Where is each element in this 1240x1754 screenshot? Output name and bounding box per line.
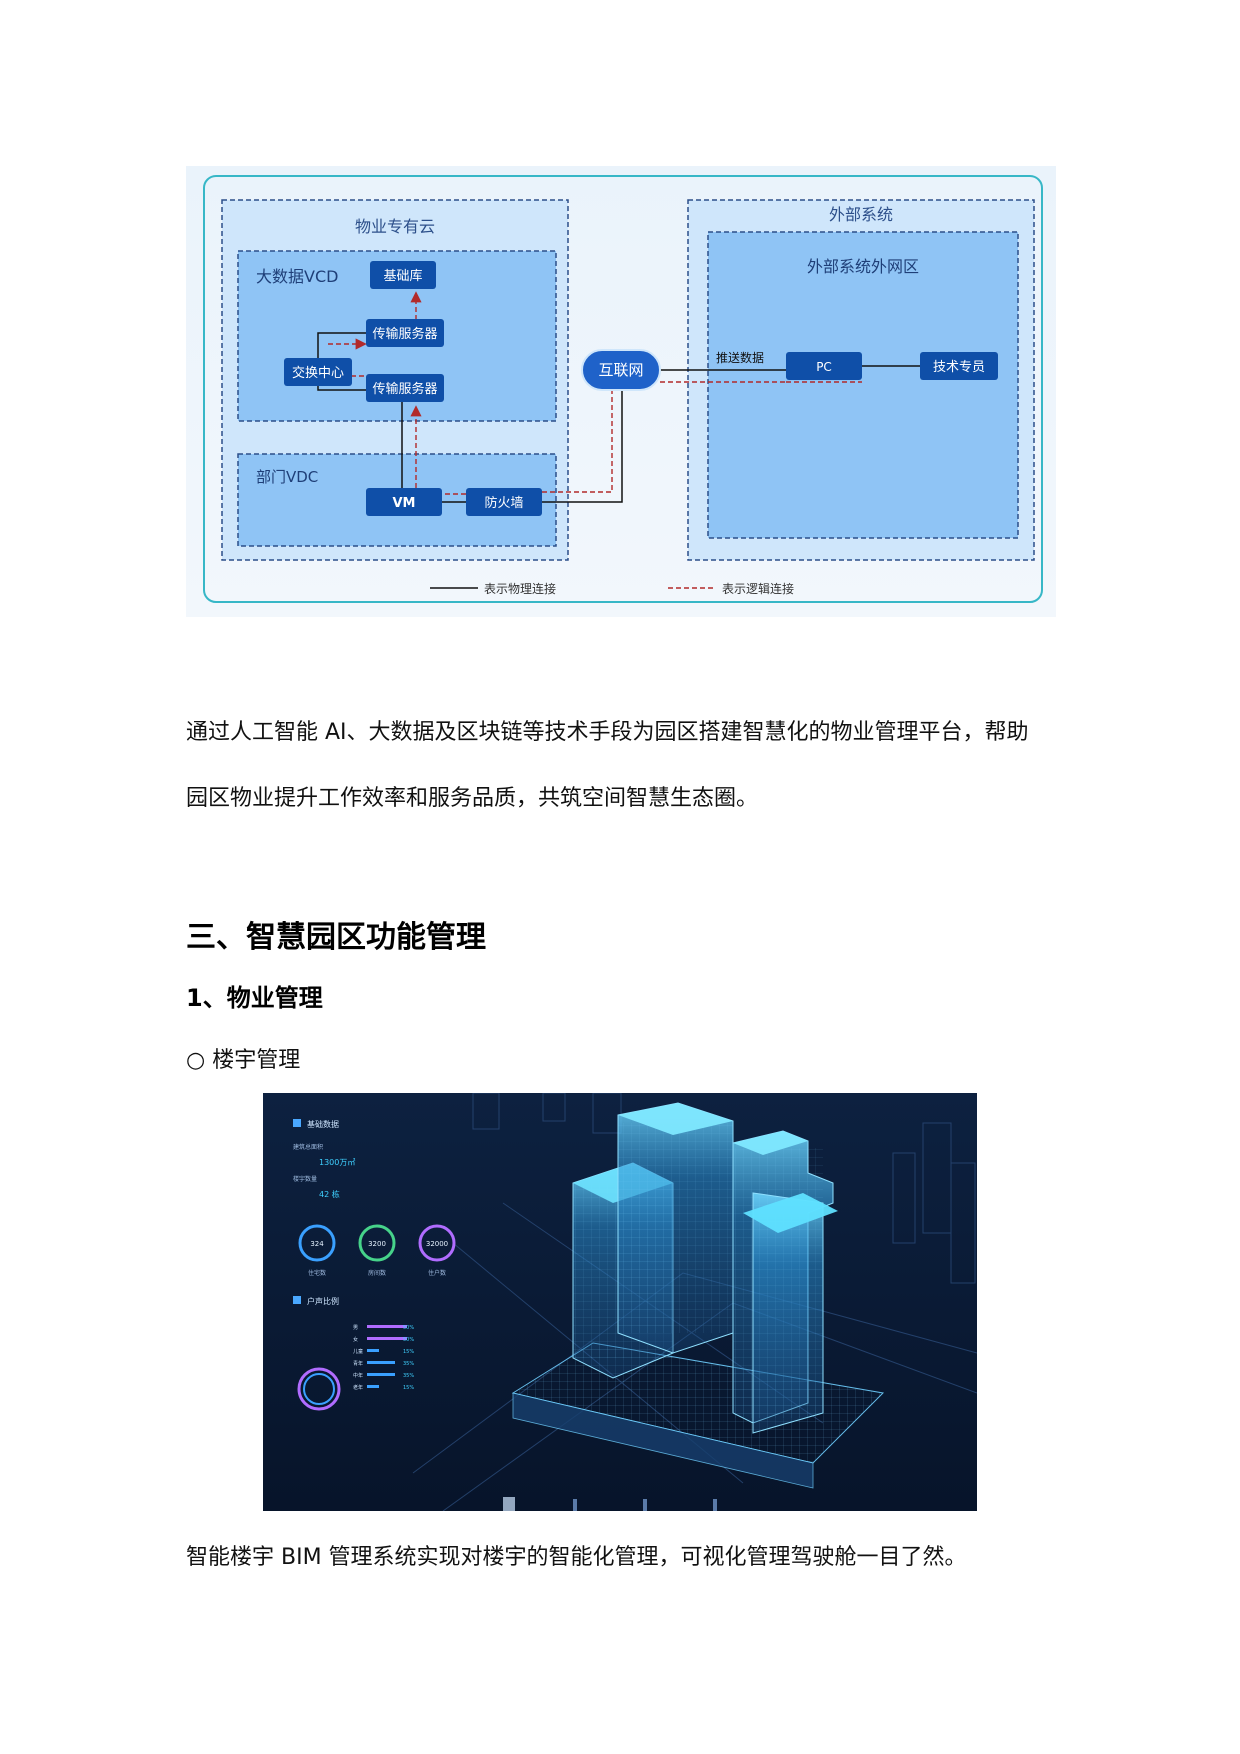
ratio-ring-inner — [303, 1373, 335, 1405]
push-data-label: 推送数据 — [716, 350, 764, 365]
building-value: 42 栋 — [319, 1189, 340, 1199]
stat-ring-value: 3200 — [368, 1240, 386, 1248]
diagram-frame — [203, 175, 1043, 603]
stat-label: 老年 — [353, 1384, 363, 1391]
stat-percent: 15% — [403, 1349, 414, 1355]
svg-text:PC: PC — [816, 360, 832, 374]
stat-ring-label: 住宅数 — [308, 1269, 326, 1277]
toolbar-icon-2 — [643, 1499, 647, 1511]
tower-right — [732, 1130, 838, 1434]
external-system-zone: 外部系统 外部系统外网区 — [687, 199, 1035, 561]
svg-text:传输服务器: 传输服务器 — [372, 381, 437, 397]
legend-logical: 表示逻辑连接 — [722, 581, 794, 596]
legend-physical: 表示物理连接 — [484, 581, 556, 596]
stat-ring — [358, 1224, 396, 1262]
svg-text:传输服务器: 传输服务器 — [372, 326, 437, 342]
node-vm: VM — [366, 488, 442, 516]
stat-percent: 35% — [403, 1373, 414, 1379]
stat-label: 女 — [353, 1336, 358, 1343]
node-tech-staff: 技术专员 — [920, 352, 998, 380]
bullet-text: 楼宇管理 — [212, 1048, 301, 1073]
stat-ring — [418, 1224, 456, 1262]
stat-bar — [367, 1361, 395, 1364]
stat-ring-value: 324 — [310, 1240, 324, 1248]
home-icon — [503, 1497, 515, 1511]
node-exchange-center: 交换中心 — [284, 358, 352, 386]
chart-icon — [293, 1296, 301, 1304]
bullet-item: ○ 楼宇管理 — [186, 1042, 300, 1074]
stat-ring — [298, 1224, 336, 1262]
stat-ring-value: 32000 — [426, 1240, 448, 1248]
area-value: 1300万㎡ — [319, 1158, 355, 1167]
stat-label: 中年 — [353, 1372, 363, 1379]
bim-dashboard-image: 基础数据 建筑总面积 1300万㎡ 楼宇数量 42 栋 324 住宅数 3200 房间… — [263, 1093, 977, 1511]
tower-mid — [617, 1102, 734, 1354]
stat-rings: 324 住宅数 3200 房间数 32000 住户数 — [298, 1224, 456, 1277]
stat-percent: 35% — [403, 1361, 414, 1367]
panel1-title: 基础数据 — [307, 1119, 339, 1129]
bar-chart-icon — [293, 1119, 301, 1127]
panel2-title: 户声比例 — [307, 1296, 339, 1306]
ratio-panel: 户声比例 — [293, 1296, 341, 1411]
svg-text:互联网: 互联网 — [598, 361, 643, 379]
stat-bar — [367, 1373, 395, 1376]
node-transfer-server-2: 传输服务器 — [366, 374, 444, 402]
external-title: 外部系统 — [829, 205, 893, 224]
stat-bar — [367, 1385, 379, 1388]
intro-line-2: 园区物业提升工作效率和服务品质，共筑空间智慧生态圈。 — [186, 786, 759, 811]
node-database: 基础库 — [370, 261, 436, 289]
svg-text:防火墙: 防火墙 — [484, 495, 523, 511]
stat-ring-label: 房间数 — [368, 1269, 386, 1277]
svg-text:交换中心: 交换中心 — [292, 365, 344, 381]
dept-zone-label: 部门VDC — [256, 468, 318, 486]
svg-text:基础库: 基础库 — [383, 268, 422, 284]
stat-bar — [367, 1325, 407, 1328]
network-diagram: 物业专有云 大数据VCD 部门VDC 外部系统 外部系统外网区 — [186, 166, 1056, 617]
stat-percent: 15% — [403, 1385, 414, 1391]
node-transfer-server-1: 传输服务器 — [366, 319, 444, 347]
intro-line-1: 通过人工智能 AI、大数据及区块链等技术手段为园区搭建智慧化的物业管理平台，帮助 — [186, 720, 1029, 745]
svg-text:VM: VM — [393, 496, 416, 511]
bullet-marker: ○ — [186, 1048, 206, 1073]
bottom-toolbar — [503, 1497, 717, 1511]
stat-percent: 50% — [403, 1337, 414, 1343]
stat-label: 儿童 — [353, 1348, 363, 1355]
ratio-stats: 男 50% 女 50% 儿童 15% 青年 35% 中年 35% 老年 15% — [353, 1325, 414, 1391]
toolbar-icon-1 — [573, 1499, 577, 1511]
stat-label: 青年 — [353, 1360, 363, 1367]
stat-percent: 50% — [403, 1325, 414, 1331]
stat-ring-label: 住户数 — [428, 1269, 446, 1277]
toolbar-icon-3 — [713, 1499, 717, 1511]
stat-bar — [367, 1349, 379, 1352]
svg-text:技术专员: 技术专员 — [933, 360, 985, 375]
section-title: 三、智慧园区功能管理 — [186, 920, 486, 955]
stat-bar — [367, 1337, 407, 1340]
caption: 智能楼宇 BIM 管理系统实现对楼宇的智能化管理，可视化管理驾驶舱一目了然。 — [186, 1545, 967, 1570]
node-internet: 互联网 — [581, 349, 661, 391]
base-data-panel: 基础数据 建筑总面积 1300万㎡ 楼宇数量 42 栋 — [293, 1119, 355, 1199]
physical-links — [317, 332, 920, 503]
area-label: 建筑总面积 — [293, 1143, 323, 1151]
node-firewall: 防火墙 — [466, 488, 542, 516]
bigdata-zone-label: 大数据VCD — [256, 267, 338, 286]
stat-label: 男 — [353, 1325, 358, 1331]
building-label: 楼宇数量 — [293, 1175, 317, 1183]
subsection-title: 1、物业管理 — [186, 984, 323, 1012]
node-pc: PC — [786, 352, 862, 380]
cloud-title: 物业专有云 — [355, 217, 435, 236]
ratio-ring-outer — [297, 1367, 341, 1411]
external-zone-label: 外部系统外网区 — [807, 257, 919, 276]
diagram-legend: 表示物理连接 表示逻辑连接 — [430, 581, 794, 596]
